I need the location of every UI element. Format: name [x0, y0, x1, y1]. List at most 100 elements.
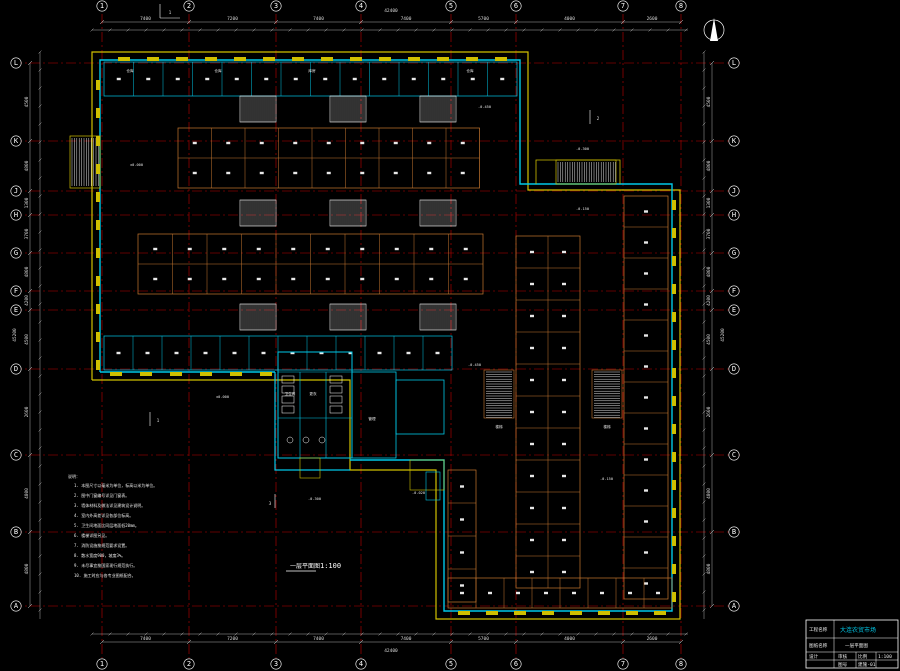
- dim-tick: [306, 632, 310, 636]
- stall-tag: [644, 334, 648, 337]
- dim-tick: [198, 28, 202, 32]
- dim-tick: [162, 632, 166, 636]
- grid-bubble: [10, 449, 22, 461]
- dim-tick: [38, 446, 42, 450]
- stall-tag: [500, 77, 505, 81]
- grid-label: C: [14, 451, 18, 459]
- dim-text: 5700: [478, 16, 489, 22]
- grid-label: J: [732, 187, 736, 195]
- dim-tick: [468, 28, 472, 32]
- elevation: -0.300: [576, 147, 589, 151]
- dim-text: 4800: [706, 160, 712, 171]
- drawing-title: 一层平面图 1:100: [286, 562, 341, 572]
- window-mark: [96, 136, 100, 146]
- stall-tag: [205, 77, 210, 81]
- dim-tick: [620, 19, 626, 25]
- window-mark: [200, 372, 212, 376]
- grid-bubble: [675, 658, 687, 670]
- dim-tick: [38, 248, 42, 252]
- stall-tag: [460, 584, 464, 587]
- dim-text: 7200: [227, 636, 238, 642]
- dim-tick: [702, 518, 706, 522]
- dim-total-top: 42400: [384, 8, 398, 14]
- dim-tick: [684, 28, 688, 32]
- stall-tag: [187, 247, 192, 251]
- grid-bubble: [617, 658, 629, 670]
- stall-tag: [394, 247, 399, 251]
- stall-tag: [393, 171, 398, 175]
- stall-tag: [562, 282, 566, 286]
- dim-tick: [414, 28, 418, 32]
- dim-tick: [288, 28, 292, 32]
- stall-tag: [562, 442, 566, 446]
- window-mark: [234, 57, 246, 61]
- stall-tag: [427, 141, 432, 145]
- stall-tag: [530, 570, 534, 574]
- dim-tick: [358, 19, 364, 25]
- dim-tick: [414, 632, 418, 636]
- dim-tick: [38, 500, 42, 504]
- grid-label: 1: [100, 2, 104, 10]
- grid-label: 4: [359, 2, 363, 10]
- dim-tick: [612, 28, 616, 32]
- stall-tag: [293, 171, 298, 175]
- window-mark: [321, 57, 333, 61]
- note-line: 3. 墙体材料及做法详见建筑设计说明。: [74, 502, 145, 508]
- sink-fixture: [318, 436, 326, 444]
- grid-label: D: [14, 365, 18, 373]
- grid-bubble: [10, 185, 22, 197]
- dim-tick: [38, 320, 42, 324]
- dim-tick: [702, 248, 706, 252]
- grid-label: 3: [274, 660, 278, 668]
- window-mark: [205, 57, 217, 61]
- dim-tick: [432, 632, 436, 636]
- stall-tag: [226, 171, 231, 175]
- grid-label: E: [732, 306, 736, 314]
- grid-bubble: [183, 0, 195, 12]
- grid-label: 8: [679, 2, 683, 10]
- dim-tick: [702, 590, 706, 594]
- stall-tag: [293, 141, 298, 145]
- dim-tick: [702, 428, 706, 432]
- stall-block: [623, 195, 669, 600]
- window-mark: [672, 340, 676, 350]
- dim-tick: [702, 410, 706, 414]
- window-mark: [626, 611, 638, 615]
- grid-bubble: [445, 0, 457, 12]
- tb-drawing-value: 一层平面图: [845, 643, 868, 649]
- dim-text: 4200: [24, 295, 30, 306]
- stall-tag: [264, 77, 269, 81]
- window-mark: [96, 360, 100, 370]
- grid-bubble: [96, 658, 108, 670]
- stall-tag: [460, 518, 464, 521]
- dim-tick: [270, 632, 274, 636]
- room-label: 楼梯: [603, 424, 611, 429]
- room-label: 更衣: [309, 391, 317, 396]
- stall-tag: [644, 582, 648, 585]
- stall-tag: [377, 351, 382, 355]
- dim-tick: [38, 518, 42, 522]
- dim-tick: [186, 639, 192, 645]
- window-marks: [96, 57, 676, 615]
- grid-bubble: [183, 658, 195, 670]
- grid-bubble: [510, 0, 522, 12]
- dim-tick: [702, 500, 706, 504]
- dim-tick: [558, 632, 562, 636]
- grid-label: 5: [449, 2, 453, 10]
- stall-tag: [530, 378, 534, 382]
- stall-tag: [460, 141, 465, 145]
- stair-right-a: [483, 369, 515, 419]
- dim-tick: [540, 632, 544, 636]
- dim-tick: [38, 212, 42, 216]
- grid-label: 5: [449, 660, 453, 668]
- dim-text: 1300: [24, 197, 30, 208]
- stall-tag: [530, 538, 534, 542]
- dim-tick: [270, 28, 274, 32]
- dim-tick: [678, 19, 684, 25]
- drawing-title-text: 一层平面图: [290, 563, 320, 570]
- grid-label: K: [732, 137, 737, 145]
- elevation: ±0.000: [216, 395, 229, 399]
- dim-tick: [38, 50, 42, 54]
- dim-tick: [38, 122, 42, 126]
